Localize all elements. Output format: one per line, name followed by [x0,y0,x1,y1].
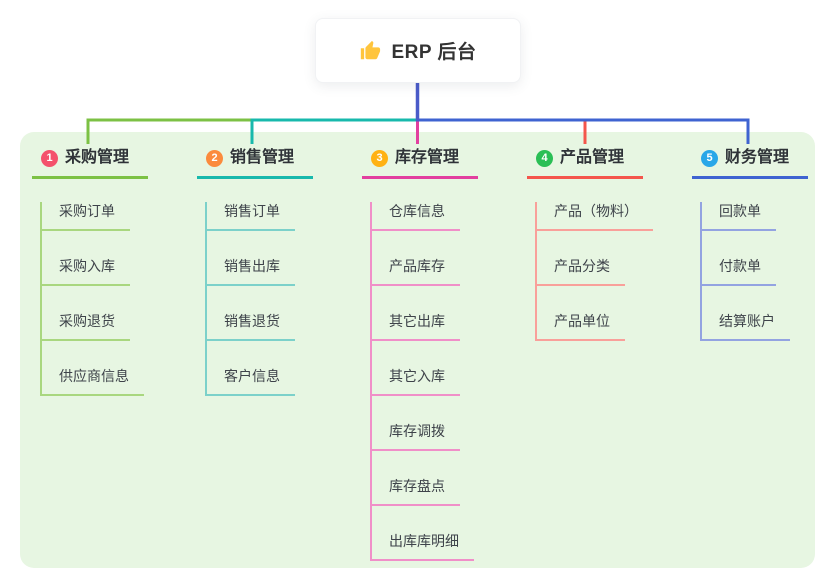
branch-2: 2 销售管理销售订单销售出库销售退货客户信息 [197,145,313,396]
branch-title[interactable]: 2 销售管理 [197,145,313,179]
branch-title[interactable]: 4 产品管理 [527,145,643,179]
child-node[interactable]: 其它出库 [372,312,460,341]
child-node[interactable]: 供应商信息 [42,367,144,396]
child-node[interactable]: 销售出库 [207,257,295,286]
branch-children: 采购订单采购入库采购退货供应商信息 [40,202,148,396]
branch-3: 3 库存管理仓库信息产品库存其它出库其它入库库存调拨库存盘点出库库明细 [362,145,478,561]
branch-title-label: 采购管理 [65,149,130,166]
branches-panel [20,132,815,568]
branch-number-badge: 2 [206,149,223,167]
branch-number-badge: 3 [371,149,388,167]
branch-number-badge: 5 [701,149,718,167]
child-node[interactable]: 采购退货 [42,312,130,341]
child-node[interactable]: 产品分类 [537,257,625,286]
thumbs-up-icon [361,40,381,59]
root-title: ERP 后台 [391,42,477,63]
child-node[interactable]: 付款单 [702,257,776,286]
child-node[interactable]: 销售退货 [207,312,295,341]
child-node[interactable]: 销售订单 [207,202,295,231]
branch-children: 产品（物料） 产品分类产品单位 [535,202,653,341]
child-node[interactable]: 出库库明细 [372,532,474,561]
child-node[interactable]: 其它入库 [372,367,460,396]
child-node[interactable]: 仓库信息 [372,202,460,231]
branch-children: 回款单付款单结算账户 [700,202,808,341]
child-node[interactable]: 采购入库 [42,257,130,286]
child-node[interactable]: 库存盘点 [372,477,460,506]
child-node[interactable]: 库存调拨 [372,422,460,451]
child-node[interactable]: 产品（物料） [537,202,653,231]
child-node[interactable]: 产品单位 [537,312,625,341]
branch-number-badge: 1 [41,149,58,167]
branch-number-badge: 4 [536,149,553,167]
branch-4: 4 产品管理产品（物料） 产品分类产品单位 [527,145,653,341]
branch-1: 1 采购管理采购订单采购入库采购退货供应商信息 [32,145,148,396]
branch-title-label: 财务管理 [725,149,790,166]
branch-title-label: 产品管理 [560,149,625,166]
child-node[interactable]: 采购订单 [42,202,130,231]
root-node[interactable]: ERP 后台 [315,18,521,83]
branch-title-label: 库存管理 [395,149,460,166]
branch-children: 销售订单销售出库销售退货客户信息 [205,202,313,396]
child-node[interactable]: 客户信息 [207,367,295,396]
branch-title-label: 销售管理 [230,149,295,166]
branch-title[interactable]: 3 库存管理 [362,145,478,179]
branch-title[interactable]: 1 采购管理 [32,145,148,179]
child-node[interactable]: 产品库存 [372,257,460,286]
branch-children: 仓库信息产品库存其它出库其它入库库存调拨库存盘点出库库明细 [370,202,478,561]
child-node[interactable]: 结算账户 [702,312,790,341]
child-node[interactable]: 回款单 [702,202,776,231]
branch-title[interactable]: 5 财务管理 [692,145,808,179]
branch-5: 5 财务管理回款单付款单结算账户 [692,145,808,341]
